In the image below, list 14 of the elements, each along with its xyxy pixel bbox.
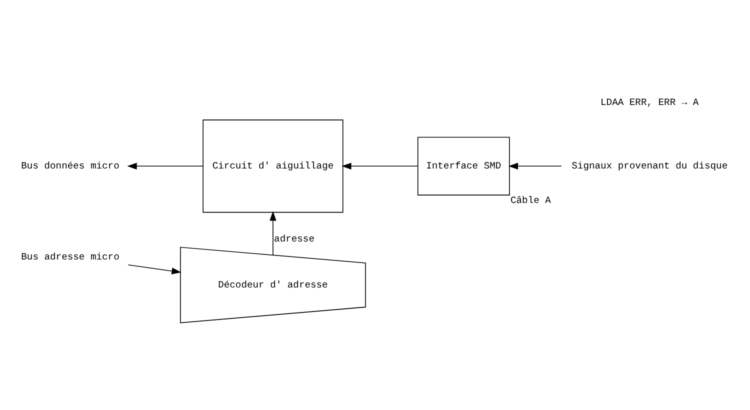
node-box: Circuit d' aiguillage <box>202 119 344 212</box>
node-label: Câble A <box>510 194 551 206</box>
arrow <box>342 162 418 170</box>
arrow <box>508 162 562 170</box>
edge-label: adresse <box>274 233 314 244</box>
arrow <box>127 162 204 170</box>
arrow <box>270 210 276 255</box>
node-box: Interface SMD <box>417 136 510 195</box>
node-text: Bus données micro <box>21 160 120 172</box>
arrow <box>128 264 182 274</box>
node-text: Signaux provenant du disque <box>572 160 728 172</box>
node-box: Décodeur d' adresse <box>180 246 366 323</box>
node-text: Bus adresse micro <box>21 250 120 262</box>
label: LDAA ERR, ERR → A <box>600 96 699 108</box>
